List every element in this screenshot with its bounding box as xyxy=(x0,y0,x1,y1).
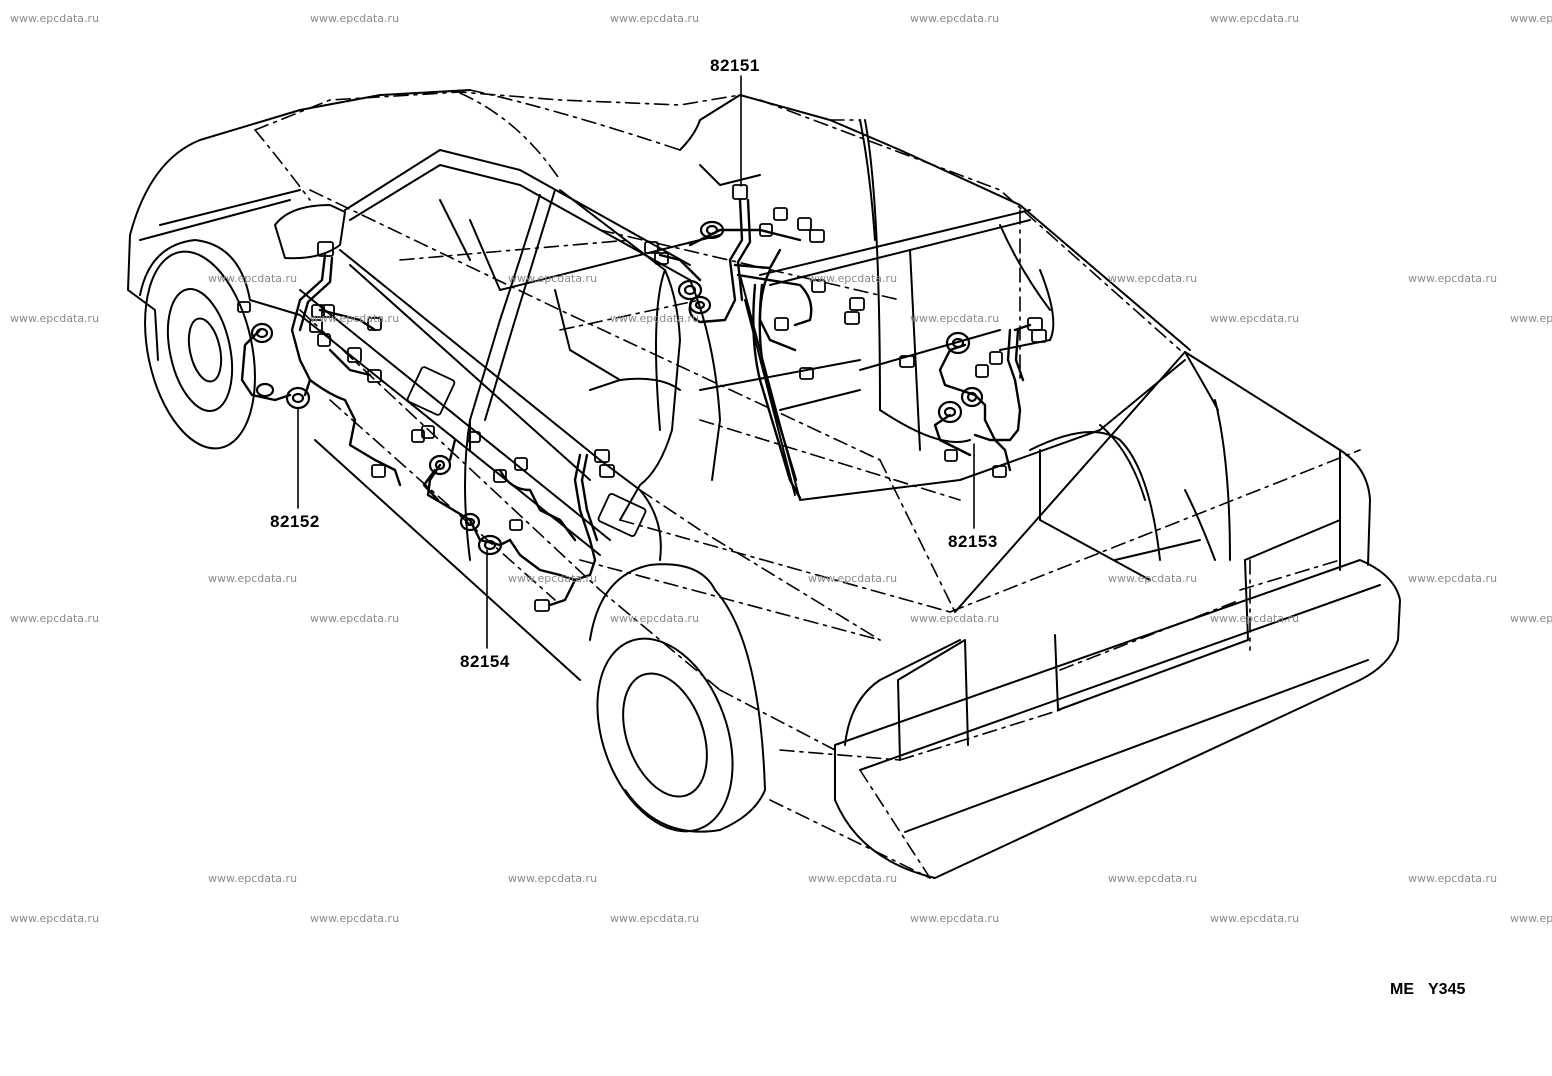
watermark-text: www.epcdata.ru xyxy=(310,12,400,25)
callout-82153: 82153 xyxy=(948,532,998,551)
watermark-text: www.epcdata.ru xyxy=(808,272,898,285)
watermark-text: www.epcdata.ru xyxy=(910,612,1000,625)
watermark-text: www.epcdata.ru xyxy=(910,312,1000,325)
watermark-text: www.epcdata.ru xyxy=(10,312,100,325)
watermark-text: www.epcdata.ru xyxy=(808,872,898,885)
figure-code-prefix: ME xyxy=(1390,981,1414,998)
watermark-text: www.epcdata.ru xyxy=(610,612,700,625)
figure-code-number: Y345 xyxy=(1428,981,1466,998)
watermark-text: www.epcdata.ru xyxy=(10,12,100,25)
callout-82151: 82151 xyxy=(710,56,760,75)
watermark-text: www.epcdata.ru xyxy=(508,572,598,585)
watermark-text: www.epcdata.ru xyxy=(1210,612,1300,625)
watermark-text: www.epcdata.ru xyxy=(910,912,1000,925)
watermark-text: www.epcdata.ru xyxy=(1210,312,1300,325)
hidden-lines xyxy=(254,89,1361,879)
watermark-text: www.epcdata.ru xyxy=(1510,612,1552,625)
watermark-text: www.epcdata.ru xyxy=(310,312,400,325)
watermark-text: www.epcdata.ru xyxy=(1210,12,1300,25)
watermark-text: www.epcdata.ru xyxy=(310,612,400,625)
watermark-text: www.epcdata.ru xyxy=(1108,272,1198,285)
watermark-text: www.epcdata.ru xyxy=(208,572,298,585)
figure-code: ME Y345 xyxy=(1390,981,1479,999)
watermark-text: www.epcdata.ru xyxy=(910,12,1000,25)
watermark-text: www.epcdata.ru xyxy=(10,612,100,625)
watermark-text: www.epcdata.ru xyxy=(1408,872,1498,885)
connectors xyxy=(237,184,1047,612)
callout-leaders xyxy=(297,75,975,649)
car-body-outline xyxy=(127,89,1401,879)
callout-82152: 82152 xyxy=(270,512,320,531)
watermark-text: www.epcdata.ru xyxy=(1210,912,1300,925)
watermark-text: www.epcdata.ru xyxy=(508,272,598,285)
watermark-text: www.epcdata.ru xyxy=(1510,912,1552,925)
callout-82154: 82154 xyxy=(460,652,510,671)
watermark-text: www.epcdata.ru xyxy=(1510,312,1552,325)
watermark-text: www.epcdata.ru xyxy=(208,272,298,285)
grommets xyxy=(250,220,984,556)
watermark-text: www.epcdata.ru xyxy=(208,872,298,885)
watermark-text: www.epcdata.ru xyxy=(1408,272,1498,285)
watermark-text: www.epcdata.ru xyxy=(610,912,700,925)
watermark-text: www.epcdata.ru xyxy=(1510,12,1552,25)
watermark-text: www.epcdata.ru xyxy=(1108,572,1198,585)
watermark-text: www.epcdata.ru xyxy=(10,912,100,925)
watermark-text: www.epcdata.ru xyxy=(310,912,400,925)
watermark-text: www.epcdata.ru xyxy=(1108,872,1198,885)
watermark-text: www.epcdata.ru xyxy=(808,572,898,585)
wiring-harness xyxy=(240,198,1032,607)
watermark-text: www.epcdata.ru xyxy=(610,12,700,25)
watermark-text: www.epcdata.ru xyxy=(508,872,598,885)
watermark-text: www.epcdata.ru xyxy=(610,312,700,325)
watermark-text: www.epcdata.ru xyxy=(1408,572,1498,585)
